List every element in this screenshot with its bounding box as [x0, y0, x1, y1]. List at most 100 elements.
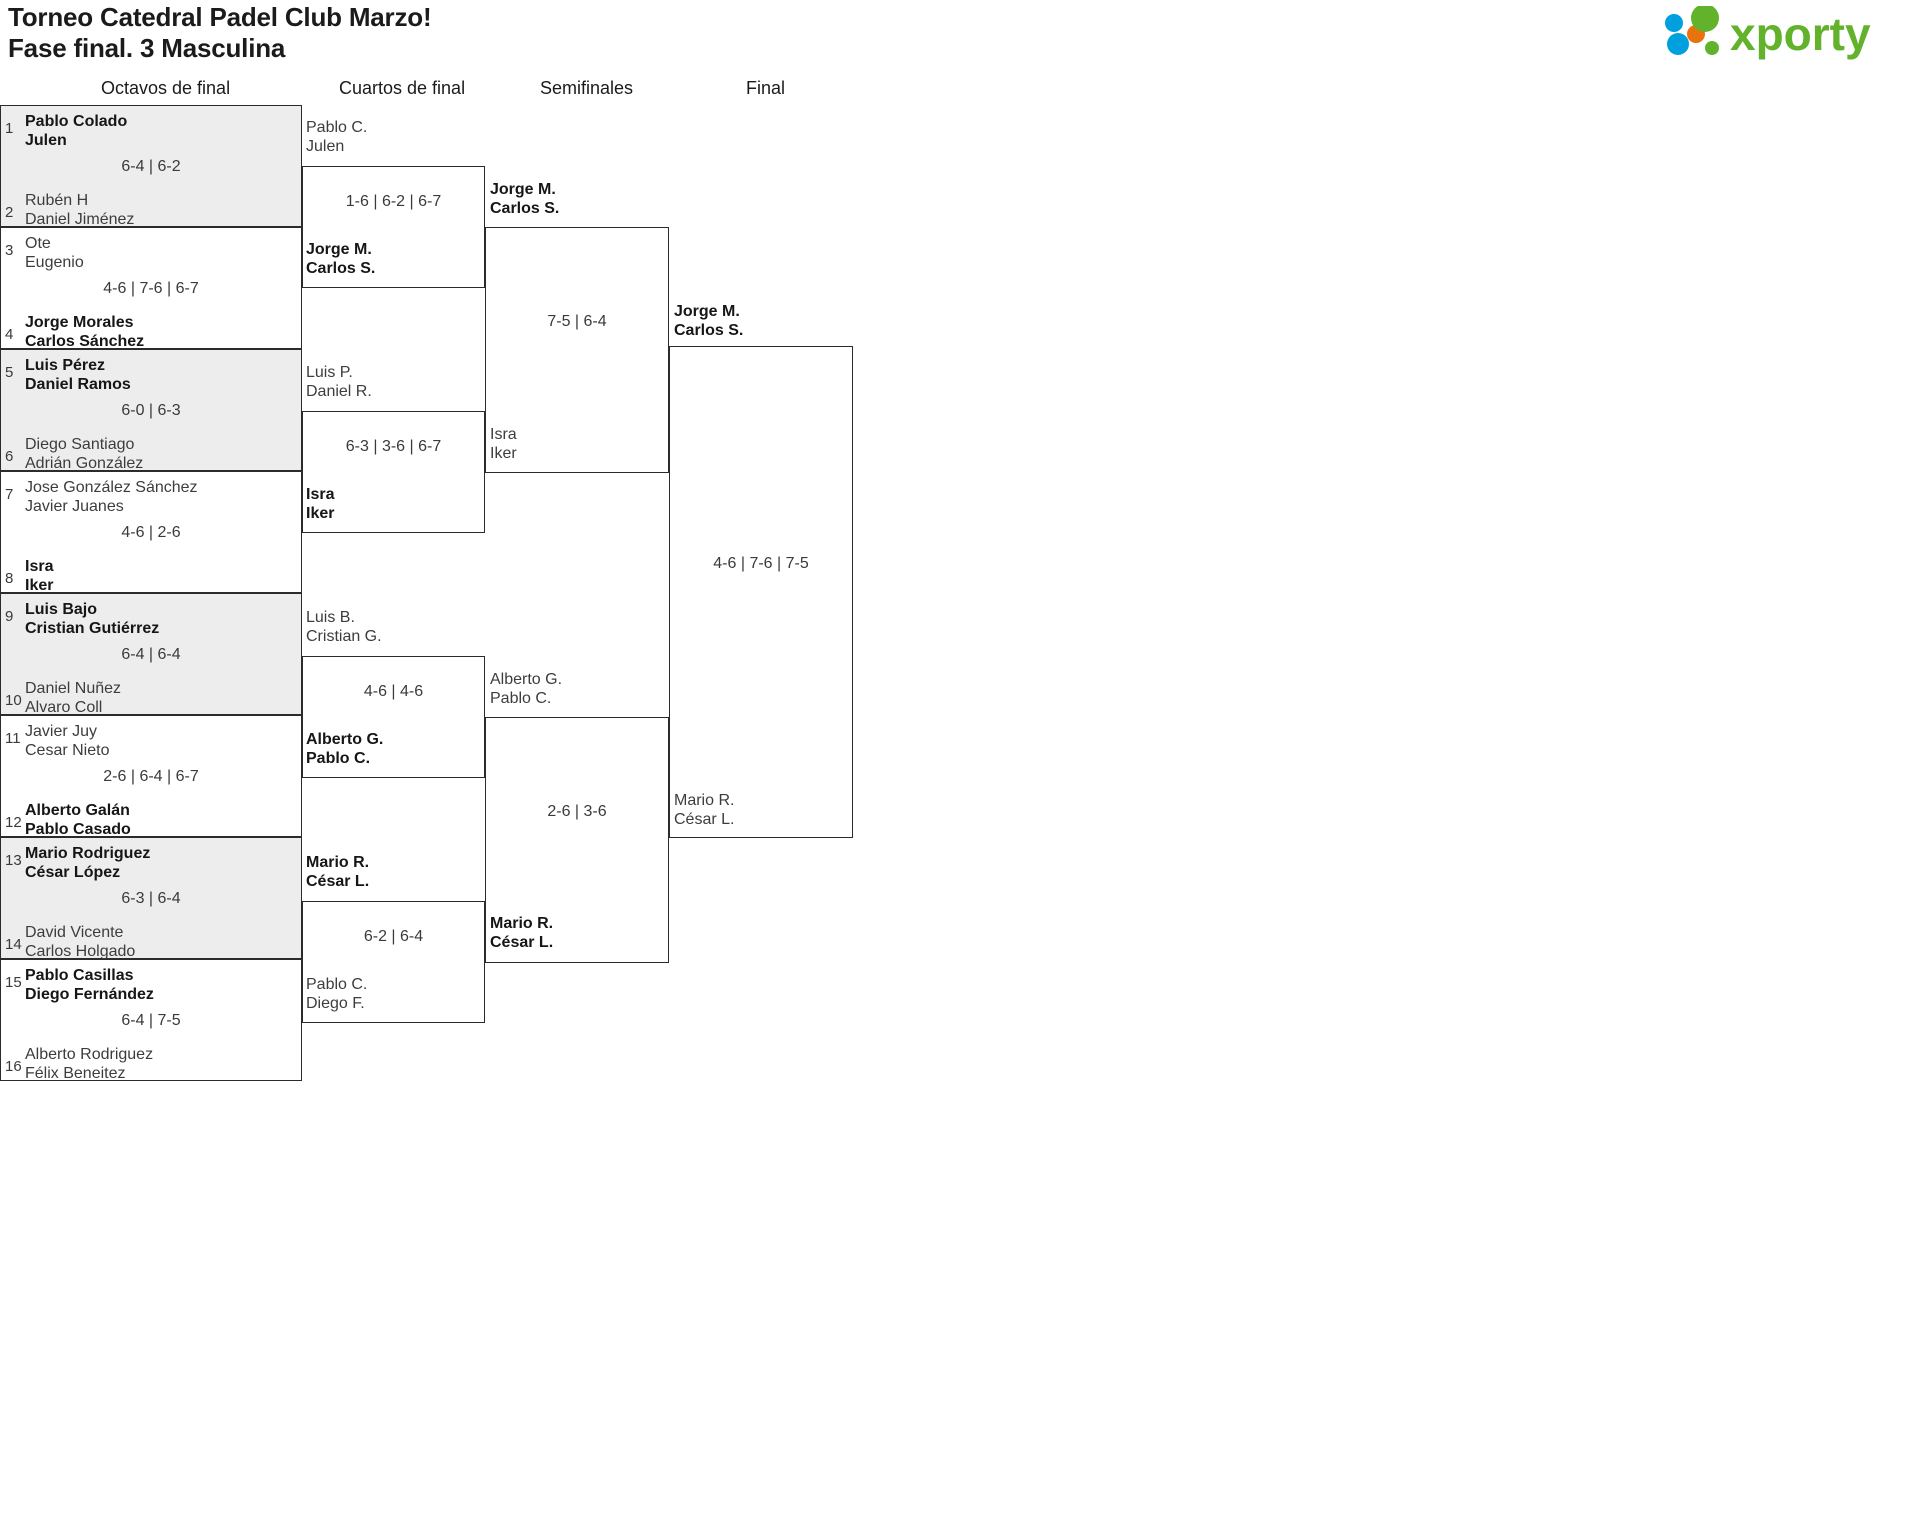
qf-3-team-bot-p2: Pablo C. [306, 750, 371, 767]
qf-4-box[interactable]: 6-2 | 6-4 [302, 901, 485, 1023]
r1-match-4-team-top-p2: Javier Juanes [25, 498, 124, 515]
qf-2-team-bot-p2: Iker [306, 505, 335, 522]
round-heading-cuartos: Cuartos de final [339, 78, 466, 98]
final-score: 4-6 | 7-6 | 7-5 [713, 555, 809, 572]
qf-3-box[interactable]: 4-6 | 4-6 [302, 656, 485, 778]
r1-match-8-team-top-p1: Pablo Casillas [25, 967, 134, 984]
r1-match-6-score: 2-6 | 6-4 | 6-7 [103, 768, 199, 785]
r1-match-8[interactable]: 15 Pablo Casillas Diego Fernández 6-4 | … [0, 959, 302, 1082]
r1-match-3-seed-top: 5 [5, 364, 14, 381]
qf-2-score: 6-3 | 3-6 | 6-7 [345, 438, 442, 455]
r1-match-3-seed-bot: 6 [5, 448, 14, 465]
qf-2-box[interactable]: 6-3 | 3-6 | 6-7 [302, 411, 485, 533]
r1-match-1-score: 6-4 | 6-2 [121, 158, 181, 175]
qf-3-team-bot-p1: Alberto G. [306, 731, 384, 748]
r1-match-7-team-top-p2: César López [25, 864, 121, 881]
sf-1-team-bot-p2: Iker [490, 445, 517, 462]
sf-2-box[interactable]: 2-6 | 3-6 [485, 717, 669, 963]
qf-1-score: 1-6 | 6-2 | 6-7 [345, 193, 442, 210]
r1-match-6-seed-bot: 12 [5, 814, 22, 831]
r1-match-2-team-bot-p2: Carlos Sánchez [25, 333, 145, 350]
r1-match-1-team-bot-p2: Daniel Jiménez [25, 211, 135, 228]
r1-match-2-seed-top: 3 [5, 242, 14, 259]
r1-match-3-score: 6-0 | 6-3 [121, 402, 181, 419]
qf-2-team-bot-p1: Isra [306, 486, 335, 503]
r1-match-6-team-top-p1: Javier Juy [25, 723, 98, 740]
r1-match-2-team-top-p1: Ote [25, 235, 51, 252]
r1-match-3-team-bot-p2: Adrián González [25, 455, 144, 472]
r1-match-3-team-top-p1: Luis Pérez [25, 357, 106, 374]
r1-match-1[interactable]: 1 Pablo Colado Julen 6-4 | 6-2 2 Rubén H… [0, 105, 302, 228]
r1-match-2-team-top-p2: Eugenio [25, 254, 84, 271]
sf-1-box[interactable]: 7-5 | 6-4 [485, 227, 669, 473]
r1-match-6-seed-top: 11 [5, 730, 21, 747]
final-team-bot-p2: César L. [674, 811, 735, 828]
r1-match-8-team-top-p2: Diego Fernández [25, 986, 154, 1003]
r1-match-6[interactable]: 11 Javier Juy Cesar Nieto 2-6 | 6-4 | 6-… [0, 715, 302, 838]
r1-match-5-seed-bot: 10 [5, 692, 22, 709]
r1-match-4-team-bot-p1: Isra [25, 558, 54, 575]
qf-1-team-top-p1: Pablo C. [306, 119, 368, 136]
r1-match-4-score: 4-6 | 2-6 [121, 524, 181, 541]
r1-match-3-team-top-p2: Daniel Ramos [25, 376, 131, 393]
r1-match-6-team-bot-p1: Alberto Galán [25, 802, 130, 819]
qf-4-score: 6-2 | 6-4 [363, 928, 424, 945]
qf-1-box[interactable]: 1-6 | 6-2 | 6-7 [302, 166, 485, 288]
r1-match-4-team-bot-p2: Iker [25, 577, 54, 594]
r1-match-1-seed-bot: 2 [5, 204, 14, 221]
xporty-logo-icon: xporty [1665, 6, 1871, 60]
r1-match-5-seed-top: 9 [5, 608, 14, 625]
sf-2-team-bot-p1: Mario R. [490, 915, 554, 932]
sf-1-team-bot-p1: Isra [490, 426, 517, 443]
r1-match-1-seed-top: 1 [5, 120, 14, 137]
svg-text:xporty: xporty [1730, 8, 1871, 60]
xporty-logo: xporty [1652, 6, 1902, 62]
r1-match-8-seed-bot: 16 [5, 1058, 22, 1075]
final-team-top-p1: Jorge M. [674, 303, 740, 320]
r1-match-5-team-top-p2: Cristian Gutiérrez [25, 620, 160, 637]
r1-match-7-seed-bot: 14 [5, 936, 22, 953]
qf-4-team-bot-p1: Pablo C. [306, 976, 368, 993]
r1-match-6-team-top-p2: Cesar Nieto [25, 742, 110, 759]
final-team-bot-p1: Mario R. [674, 792, 735, 809]
sf-2-team-top-p2: Pablo C. [490, 690, 552, 707]
r1-match-5-team-bot-p1: Daniel Nuñez [25, 680, 122, 697]
r1-match-3-team-bot-p1: Diego Santiago [25, 436, 135, 453]
r1-match-7-team-top-p1: Mario Rodriguez [25, 845, 151, 862]
r1-match-6-team-bot-p2: Pablo Casado [25, 821, 131, 838]
sf-2-team-top-p1: Alberto G. [490, 671, 563, 688]
final-box[interactable]: 4-6 | 7-6 | 7-5 [669, 346, 853, 838]
r1-match-7-score: 6-3 | 6-4 [121, 890, 181, 907]
r1-match-4-team-top-p1: Jose González Sánchez [25, 479, 198, 496]
r1-match-3[interactable]: 5 Luis Pérez Daniel Ramos 6-0 | 6-3 6 Di… [0, 349, 302, 472]
r1-match-7[interactable]: 13 Mario Rodriguez César López 6-3 | 6-4… [0, 837, 302, 960]
sf-1-team-top-p2: Carlos S. [490, 200, 560, 217]
r1-match-5[interactable]: 9 Luis Bajo Cristian Gutiérrez 6-4 | 6-4… [0, 593, 302, 716]
qf-4-team-top-p1: Mario R. [306, 854, 370, 871]
r1-match-1-team-bot-p1: Rubén H [25, 192, 89, 209]
r1-match-2[interactable]: 3 Ote Eugenio 4-6 | 7-6 | 6-7 4 Jorge Mo… [0, 227, 302, 350]
round-heading-semis: Semifinales [540, 78, 634, 98]
qf-1-team-bot-p1: Jorge M. [306, 241, 372, 258]
title-line-2: Fase final. 3 Masculina [8, 32, 286, 63]
round-heading-final: Final [746, 78, 786, 98]
round-heading-octavos: Octavos de final [101, 78, 231, 98]
sf-2-team-bot-p2: César L. [490, 934, 554, 951]
page-title: Torneo Catedral Padel Club Marzo! Fase f… [8, 2, 432, 63]
qf-1-team-bot-p2: Carlos S. [306, 260, 376, 277]
r1-match-7-team-bot-p1: David Vicente [25, 924, 124, 941]
r1-match-2-seed-bot: 4 [5, 326, 14, 343]
r1-match-4[interactable]: 7 Jose González Sánchez Javier Juanes 4-… [0, 471, 302, 594]
sf-2-score: 2-6 | 3-6 [547, 803, 607, 820]
qf-2-team-top-p2: Daniel R. [306, 383, 372, 400]
sf-1-score: 7-5 | 6-4 [547, 313, 607, 330]
qf-3-team-top-p1: Luis B. [306, 609, 355, 626]
r1-match-8-team-bot-p1: Alberto Rodriguez [25, 1046, 154, 1063]
r1-match-5-team-top-p1: Luis Bajo [25, 601, 98, 618]
r1-match-8-seed-top: 15 [5, 974, 22, 991]
r1-match-5-score: 6-4 | 6-4 [121, 646, 181, 663]
qf-4-team-bot-p2: Diego F. [306, 995, 365, 1012]
r1-match-2-score: 4-6 | 7-6 | 6-7 [103, 280, 199, 297]
qf-3-score: 4-6 | 4-6 [363, 683, 424, 700]
title-line-1: Torneo Catedral Padel Club Marzo! [8, 2, 432, 32]
